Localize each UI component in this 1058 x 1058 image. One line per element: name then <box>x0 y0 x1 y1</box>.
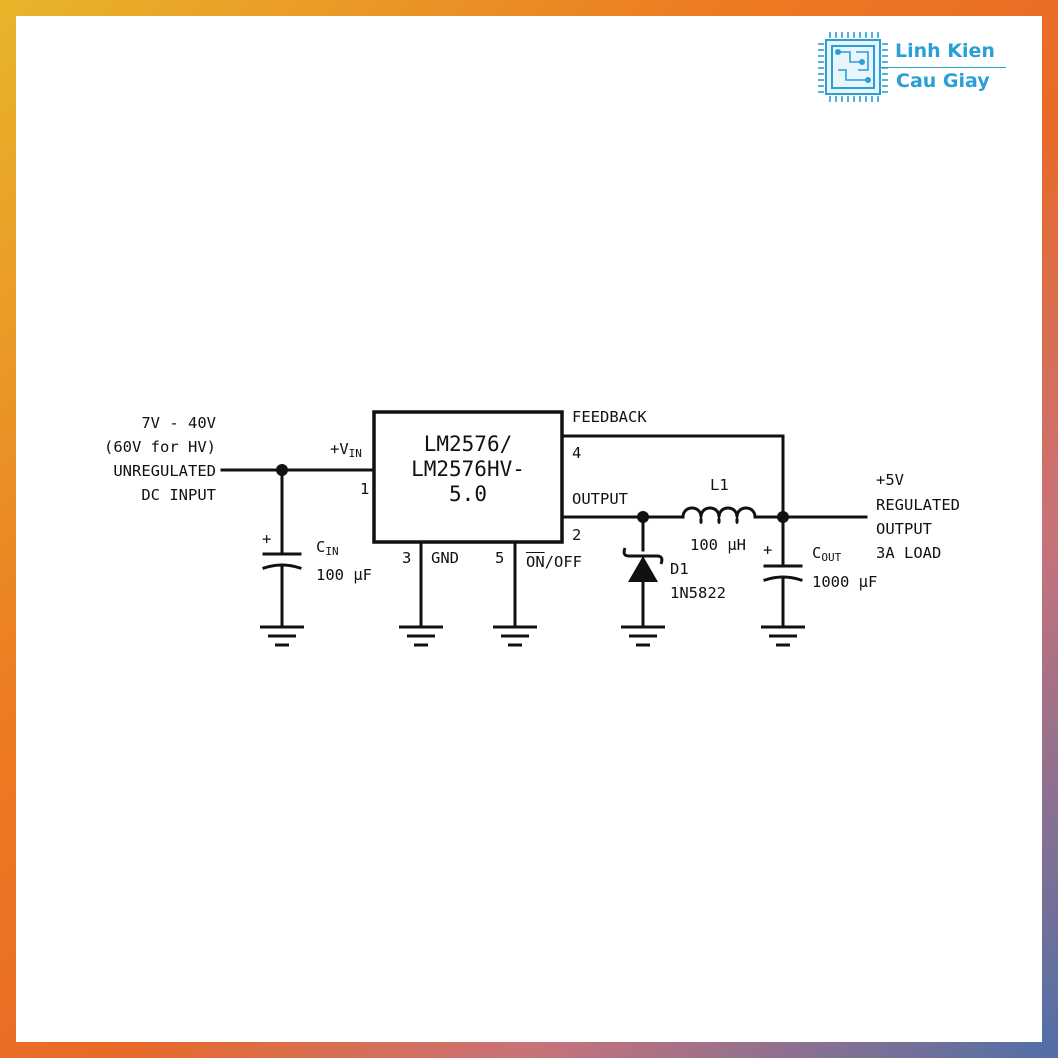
pin4-number: 4 <box>572 444 582 462</box>
ic-name-line3: 5.0 <box>449 481 487 506</box>
ground-icon-pin5 <box>493 625 537 647</box>
feedback-label: FEEDBACK <box>572 408 647 426</box>
l1-name: L1 <box>710 476 729 494</box>
input-dc-label: DC INPUT <box>141 486 216 504</box>
output-regulated-label: REGULATED <box>876 496 960 514</box>
junction-dots <box>276 464 789 523</box>
cin-name: CIN <box>316 538 339 558</box>
cin-polarity: + <box>262 530 272 548</box>
output-load-label: 3A LOAD <box>876 544 942 562</box>
output-voltage: +5V <box>876 471 904 489</box>
cout-value: 1000 μF <box>812 573 878 591</box>
junction-cin <box>276 464 288 476</box>
output-pin-label: OUTPUT <box>572 490 628 508</box>
pin2-number: 2 <box>572 526 582 544</box>
brand-name-line1: Linh Kien <box>895 40 995 62</box>
pin5-number: 5 <box>495 549 505 567</box>
input-hv-range: (60V for HV) <box>104 438 216 456</box>
image-panel <box>16 16 1042 1042</box>
output-label: OUTPUT <box>876 520 932 538</box>
ground-icon-pin3 <box>399 625 443 647</box>
input-unregulated-label: UNREGULATED <box>113 462 216 480</box>
schottky-diode-d1-icon <box>622 547 664 582</box>
inductor-l1-icon <box>681 506 757 519</box>
d1-part: 1N5822 <box>670 584 726 602</box>
ic-part-name: LM2576/ LM2576HV- 5.0 <box>374 432 562 506</box>
cout-name: COUT <box>812 544 842 564</box>
input-voltage-range: 7V - 40V <box>141 414 216 432</box>
l1-value: 100 μH <box>690 536 746 554</box>
ground-icon-diode <box>621 625 665 647</box>
ic-body <box>372 410 564 544</box>
ground-icon-cin <box>260 625 304 647</box>
pin3-number: 3 <box>402 549 412 567</box>
junction-cout <box>777 511 789 523</box>
cin-value: 100 μF <box>316 566 372 584</box>
d1-name: D1 <box>670 560 689 578</box>
chip-logo-icon <box>818 32 888 102</box>
junction-diode <box>637 511 649 523</box>
cout-polarity: + <box>763 541 773 559</box>
pin1-number: 1 <box>360 480 370 498</box>
brand-divider <box>880 67 1006 68</box>
brand-name-line2: Cau Giay <box>896 70 990 92</box>
vin-pin-label: +VIN <box>330 440 362 460</box>
ic-name-line2: LM2576HV- <box>411 456 525 481</box>
gnd-label: GND <box>431 549 459 567</box>
feedback-wire <box>560 434 785 519</box>
ic-name-line1: LM2576/ <box>423 432 513 456</box>
onoff-label: ON/OFF <box>526 553 582 571</box>
ground-symbols <box>260 625 805 647</box>
ground-icon-cout <box>761 625 805 647</box>
